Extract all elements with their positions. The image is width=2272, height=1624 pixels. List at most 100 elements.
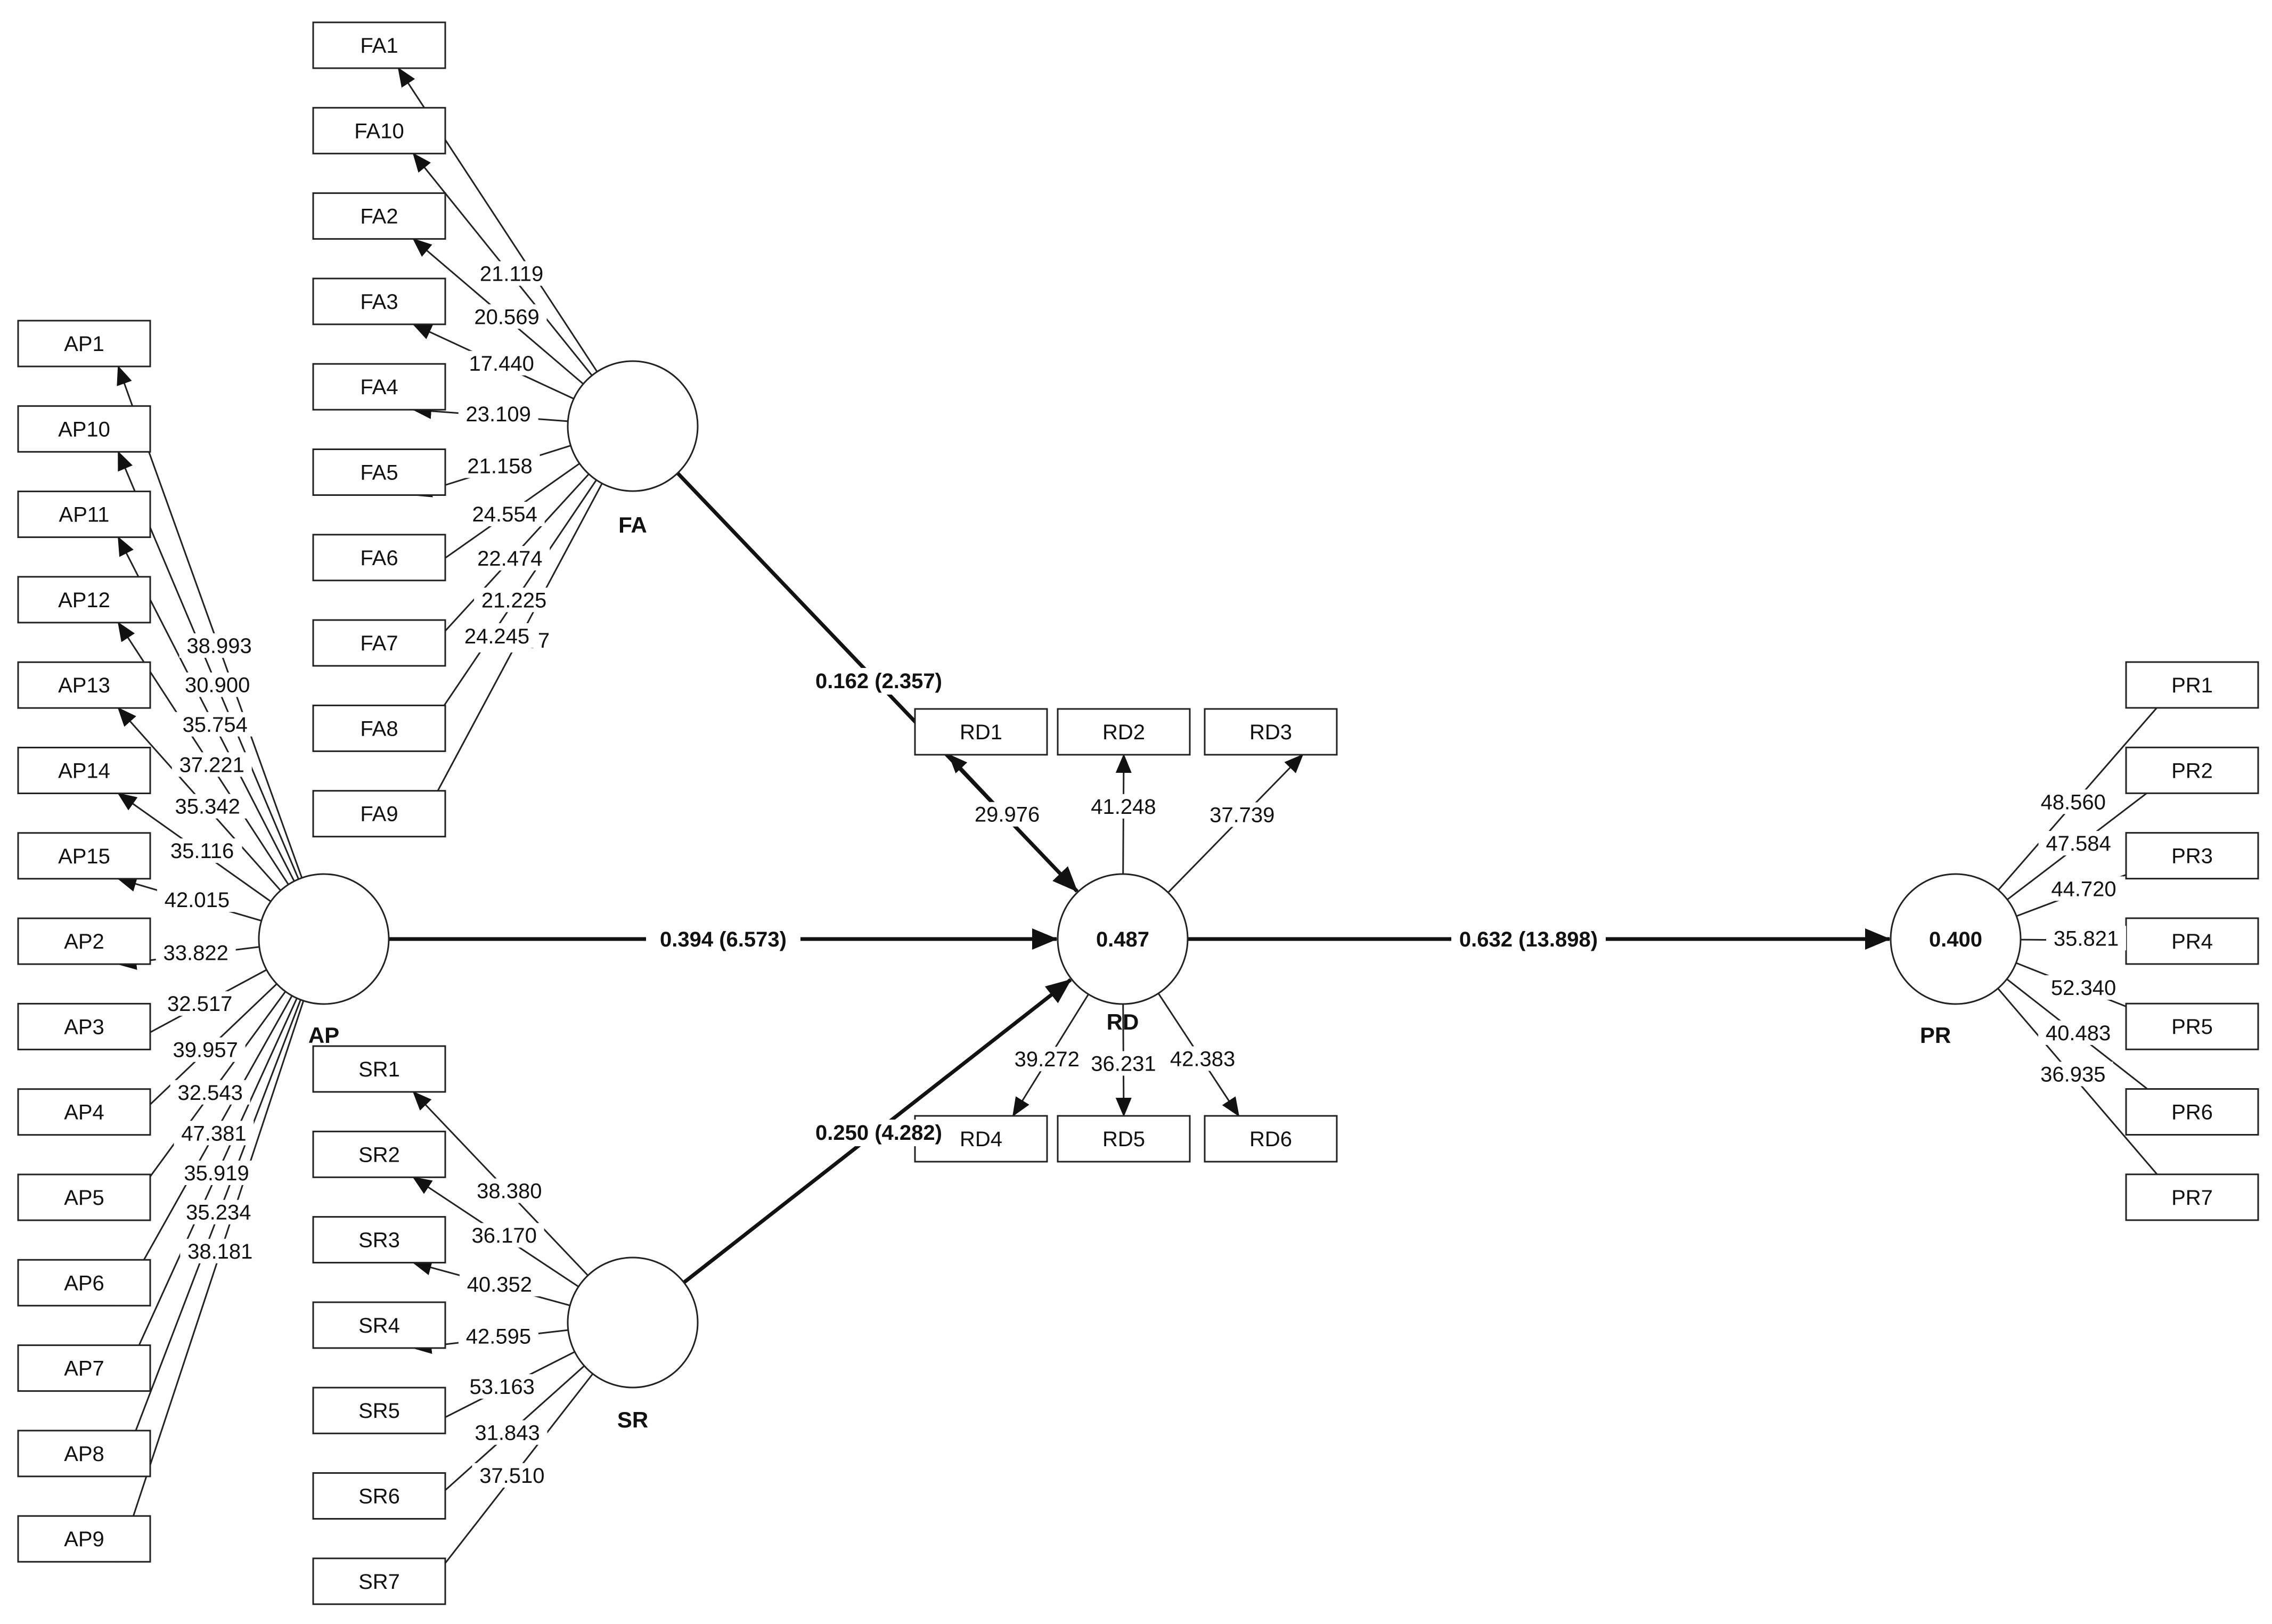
loading-value: 42.383 [1163,1046,1243,1071]
indicator-sr2[interactable]: SR2 [312,1130,446,1178]
loading-value: 36.170 [464,1223,544,1248]
construct-label: SR [617,1407,648,1432]
indicator-ap6[interactable]: AP6 [17,1259,151,1307]
indicator-pr2[interactable]: PR2 [2125,746,2259,794]
indicator-fa2[interactable]: FA2 [312,192,446,240]
indicator-ap1[interactable]: AP1 [17,320,151,368]
svg-text:44.720: 44.720 [2051,877,2116,901]
indicator-rd3[interactable]: RD3 [1204,708,1338,756]
indicator-sr7[interactable]: SR7 [312,1557,446,1605]
loading-value: 21.158 [460,453,540,478]
indicator-ap5[interactable]: AP5 [17,1173,151,1221]
svg-text:41.248: 41.248 [1091,795,1156,819]
indicator-fa5[interactable]: FA5 [312,448,446,496]
svg-text:22.474: 22.474 [477,547,542,570]
svg-text:39.957: 39.957 [173,1039,238,1062]
indicator-ap4[interactable]: AP4 [17,1088,151,1136]
indicator-ap14[interactable]: AP14 [17,747,151,794]
svg-text:35.342: 35.342 [175,795,240,819]
indicator-pr1[interactable]: PR1 [2125,661,2259,709]
indicator-rd1[interactable]: RD1 [914,708,1048,756]
svg-text:31.843: 31.843 [475,1422,540,1445]
indicator-ap7[interactable]: AP7 [17,1344,151,1392]
indicator-ap12[interactable]: AP12 [17,576,151,624]
indicator-fa8[interactable]: FA8 [312,704,446,752]
loading-value: 53.163 [462,1374,542,1399]
indicator-fa3[interactable]: FA3 [312,278,446,325]
indicator-label: AP4 [64,1101,104,1124]
loading-value: 42.595 [458,1324,538,1349]
indicator-ap15[interactable]: AP15 [17,832,151,880]
indicator-fa7[interactable]: FA7 [312,619,446,667]
loading-value: 35.754 [175,712,255,737]
svg-text:42.383: 42.383 [1170,1047,1235,1071]
svg-text:35.116: 35.116 [170,839,234,863]
path-coefficient: 0.394 (6.573) [646,926,800,953]
loading-value: 35.919 [176,1160,257,1185]
svg-text:17.440: 17.440 [469,352,534,376]
indicator-sr6[interactable]: SR6 [312,1472,446,1520]
indicator-label: AP7 [64,1357,104,1381]
indicator-label: AP11 [59,503,110,527]
indicator-sr3[interactable]: SR3 [312,1216,446,1264]
r-squared-value: 0.400 [1929,928,1982,951]
indicator-sr5[interactable]: SR5 [312,1386,446,1434]
indicator-fa1[interactable]: FA1 [312,21,446,69]
svg-text:36.170: 36.170 [471,1224,536,1247]
svg-text:35.754: 35.754 [183,713,248,737]
svg-text:52.340: 52.340 [2051,976,2116,1000]
indicator-ap8[interactable]: AP8 [17,1430,151,1478]
construct-sr[interactable]: SR [567,1256,699,1432]
svg-text:0.162 (2.357): 0.162 (2.357) [815,670,942,693]
indicator-label: SR5 [358,1399,400,1423]
indicator-pr7[interactable]: PR7 [2125,1173,2259,1221]
indicator-label: SR1 [358,1058,400,1081]
loading-value: 38.181 [180,1238,260,1263]
loading-value: 48.560 [2033,789,2113,814]
indicator-sr1[interactable]: SR1 [312,1045,446,1093]
loading-value: 35.342 [167,794,248,819]
indicator-label: RD2 [1102,721,1145,744]
construct-ap[interactable]: AP [258,873,390,1048]
indicator-ap13[interactable]: AP13 [17,661,151,709]
indicator-fa9[interactable]: FA9 [312,790,446,838]
indicator-ap9[interactable]: AP9 [17,1515,151,1563]
indicator-pr6[interactable]: PR6 [2125,1088,2259,1136]
indicator-ap2[interactable]: AP2 [17,917,151,965]
indicator-ap3[interactable]: AP3 [17,1002,151,1050]
svg-text:48.560: 48.560 [2041,790,2106,814]
indicator-ap10[interactable]: AP10 [17,405,151,453]
indicator-label: RD4 [960,1128,1002,1151]
loading-value: 41.248 [1083,794,1164,819]
indicator-label: AP10 [58,418,110,441]
indicator-label: FA4 [360,376,398,399]
indicator-label: PR1 [2171,674,2213,697]
indicator-ap11[interactable]: AP11 [17,491,151,538]
indicator-label: PR3 [2171,845,2213,868]
indicator-pr3[interactable]: PR3 [2125,832,2259,880]
loading-value: 35.234 [178,1199,259,1225]
indicator-label: FA2 [360,205,398,228]
svg-text:33.822: 33.822 [164,941,228,965]
indicator-fa6[interactable]: FA6 [312,534,446,582]
indicator-label: AP2 [64,930,104,953]
indicator-label: AP9 [64,1528,104,1551]
indicator-label: RD6 [1249,1128,1292,1151]
indicator-rd6[interactable]: RD6 [1204,1115,1338,1163]
indicator-label: AP8 [64,1442,104,1466]
indicator-pr4[interactable]: PR4 [2125,917,2259,965]
indicator-sr4[interactable]: SR4 [312,1301,446,1349]
indicator-label: FA7 [360,632,398,655]
svg-text:53.163: 53.163 [470,1375,535,1399]
construct-fa[interactable]: FA [567,360,699,537]
indicator-rd2[interactable]: RD2 [1057,708,1191,756]
indicator-rd5[interactable]: RD5 [1057,1115,1191,1163]
svg-text:35.919: 35.919 [184,1162,249,1185]
svg-text:42.015: 42.015 [165,888,230,912]
indicator-fa10[interactable]: FA10 [312,107,446,154]
indicator-fa4[interactable]: FA4 [312,363,446,411]
indicator-pr5[interactable]: PR5 [2125,1002,2259,1050]
indicator-label: SR3 [358,1229,400,1252]
